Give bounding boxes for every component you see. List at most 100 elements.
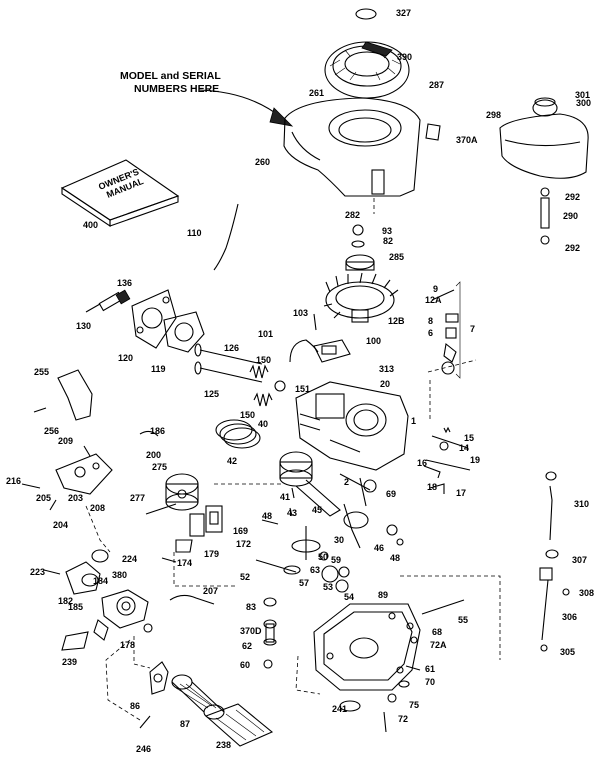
spark-plug [85,289,131,313]
heading-arrowhead [269,107,294,127]
callout-2: 287 [429,80,444,90]
callout-62: 43 [287,508,297,518]
air-filter-element [171,674,225,720]
callout-68: 179 [204,549,219,559]
callout-92: 305 [560,647,575,657]
callout-109: 238 [216,740,231,750]
callout-19: 12A [425,295,442,305]
plug-48 [396,538,404,546]
callout-105: 75 [409,700,419,710]
callout-46: 14 [459,443,469,453]
throttle-bushing [439,441,449,451]
callout-91: 306 [562,612,577,622]
callout-98: 370D [240,626,262,636]
dipstick-seal-307 [545,549,559,559]
callout-27: 119 [151,364,166,374]
callout-103: 86 [130,701,140,711]
air-cleaner-base [101,589,149,629]
callout-9: 292 [565,192,580,202]
callout-26: 120 [118,353,133,363]
callout-49: 18 [427,482,437,492]
callout-12: 282 [345,210,360,220]
callout-24: 136 [117,278,132,288]
callout-3: 261 [309,88,324,98]
intake-gasket-169 [205,505,223,533]
spring-15 [443,426,451,434]
choke-link [139,430,159,437]
governor-lever [443,342,457,363]
callout-106: 72 [398,714,408,724]
callout-42: 209 [58,436,73,446]
callout-86: 54 [344,592,354,602]
exhaust-valve [199,349,263,365]
bracket-screw-209 [83,445,91,457]
heading-line-1: MODEL and SERIAL [120,70,221,82]
callout-87: 89 [378,590,388,600]
callout-21: 8 [428,316,433,326]
callout-66: 169 [233,526,248,536]
pre-cleaner [204,703,274,747]
callout-76: 223 [30,567,45,577]
callout-35: 150 [240,410,255,420]
sump-screw-87 [383,711,387,733]
callout-71: 48 [390,553,400,563]
callout-58: 277 [130,493,145,503]
breather-screw [33,407,47,413]
callout-65: 172 [236,539,251,549]
callout-40: 256 [44,426,59,436]
callout-84: 57 [299,578,309,588]
callout-94: 68 [432,627,442,637]
bracket-screw-204 [49,499,57,511]
bracket-16 [423,465,441,479]
ref-line-10 [105,639,141,721]
carb-screw-223 [43,569,61,575]
intake-valve [199,367,263,383]
owners-manual: OWNER'S MANUAL [60,159,180,228]
tube-seal-305 [540,644,548,652]
washer-72 [387,693,397,703]
callout-52: 275 [152,462,167,472]
callout-32: 150 [256,355,271,365]
callout-17: 285 [389,252,404,262]
spark-plug-wire [289,339,319,363]
callout-89: 307 [572,555,587,565]
air-vane-pivot [441,361,455,375]
callout-75: 59 [331,555,341,565]
callout-54: 205 [36,493,51,503]
oil-seal [386,524,398,536]
ref-line-5 [295,655,321,695]
callout-74: 50 [318,552,328,562]
governor-link [445,327,457,339]
callout-44: 1 [411,416,416,426]
callout-88: 55 [458,615,468,625]
callout-20: 12B [388,316,405,326]
callout-95: 72A [430,640,447,650]
callout-50: 17 [456,488,466,498]
washer-68 [406,622,414,630]
callout-104: 241 [332,704,347,714]
callout-97: 239 [62,657,77,667]
plug-239 [143,623,153,633]
callout-43: 42 [227,456,237,466]
gear-63 [321,565,339,583]
bracket-screw-216 [21,483,41,489]
callout-93: 83 [246,602,256,612]
plug-70 [405,665,421,671]
callout-90: 308 [579,588,594,598]
callout-55: 203 [68,493,83,503]
recoil-starter [324,41,410,99]
spring-retainer [274,380,286,392]
control-bracket [55,453,113,495]
callout-85: 53 [323,582,333,592]
piston [165,473,199,511]
callout-layer: 327390287261370A301300298260292290292282… [6,8,594,754]
gear-69 [363,479,377,493]
wrist-pin [145,503,177,515]
washer-72a [410,636,418,644]
callout-80: 185 [68,602,83,612]
choke-shaft-207 [169,594,215,605]
callout-67: 48 [262,511,272,521]
callout-37: 313 [379,364,394,374]
fuel-clamp-top [540,187,550,197]
